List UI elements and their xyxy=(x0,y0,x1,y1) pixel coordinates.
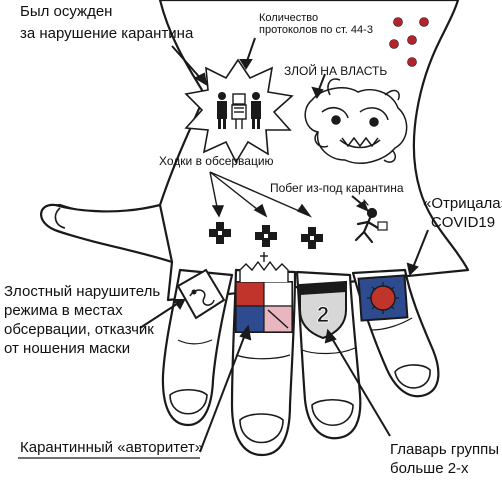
label-protocols-line1: Количество xyxy=(259,12,373,24)
label-denier-line2: COVID19 xyxy=(423,213,502,232)
label-protocols: Количество протоколов по ст. 44-3 xyxy=(259,12,373,36)
label-violator-line3: обсервации, отказчик xyxy=(4,320,160,339)
label-violator-line4: от ношения маски xyxy=(4,339,160,358)
label-denier: «Отрицала» COVID19 xyxy=(423,194,502,232)
label-violator-line1: Злостный нарушитель xyxy=(4,282,160,301)
label-walks: Ходки в обсервацию xyxy=(159,154,274,168)
label-protocols-line2: протоколов по ст. 44-3 xyxy=(259,24,373,36)
label-convicted: Был осужден за нарушение карантина xyxy=(20,2,193,43)
label-authority: Карантинный «авторитет» xyxy=(20,438,203,457)
ring-denier xyxy=(359,275,408,320)
label-denier-line1: «Отрицала» xyxy=(423,194,502,213)
label-escape: Побег из-под карантина xyxy=(270,181,404,195)
ring-number: 2 xyxy=(317,302,329,327)
hand-outline xyxy=(41,0,468,455)
label-leader-line1: Главарь группы xyxy=(390,440,499,459)
label-leader-line2: больше 2-х xyxy=(390,459,499,478)
label-convicted-line2: за нарушение карантина xyxy=(20,24,193,43)
label-violator-line2: режима в местах xyxy=(4,301,160,320)
label-leader: Главарь группы больше 2-х xyxy=(390,440,499,478)
label-violator: Злостный нарушитель режима в местах обсе… xyxy=(4,282,160,358)
label-convicted-line1: Был осужден xyxy=(20,2,193,21)
label-anger: ЗЛОЙ НА ВЛАСТЬ xyxy=(284,64,387,78)
